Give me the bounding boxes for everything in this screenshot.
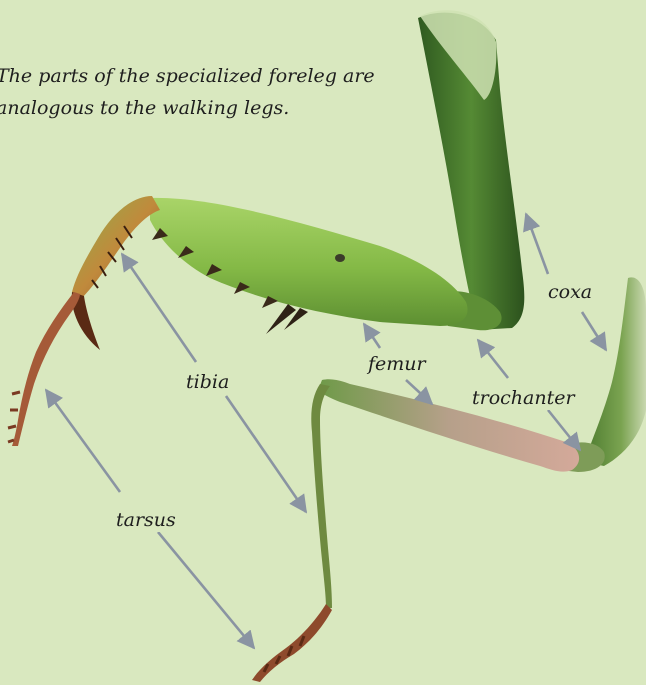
label-coxa: coxa [546, 280, 594, 304]
arrow-trochanter-to-foreleg [478, 340, 508, 378]
walkingleg-tarsus [252, 604, 332, 682]
foreleg-femur [150, 198, 468, 334]
label-tibia: tibia [184, 370, 231, 394]
arrow-tibia-to-foreleg [122, 254, 196, 362]
label-tarsus: tarsus [114, 508, 178, 532]
arrow-coxa-to-foreleg [526, 214, 548, 274]
label-trochanter: trochanter [470, 386, 577, 410]
walkingleg-coxa [584, 277, 646, 466]
arrow-tarsus-to-walkingleg [158, 532, 254, 648]
walkingleg-tibia [311, 384, 332, 608]
arrow-femur-to-foreleg [364, 324, 380, 348]
arrow-tarsus-to-foreleg [46, 390, 120, 492]
label-femur: femur [366, 352, 428, 376]
foreleg-tibia [72, 196, 160, 350]
arrow-tibia-to-walkingleg [226, 396, 306, 512]
arrow-coxa-to-walkingleg [582, 312, 606, 350]
